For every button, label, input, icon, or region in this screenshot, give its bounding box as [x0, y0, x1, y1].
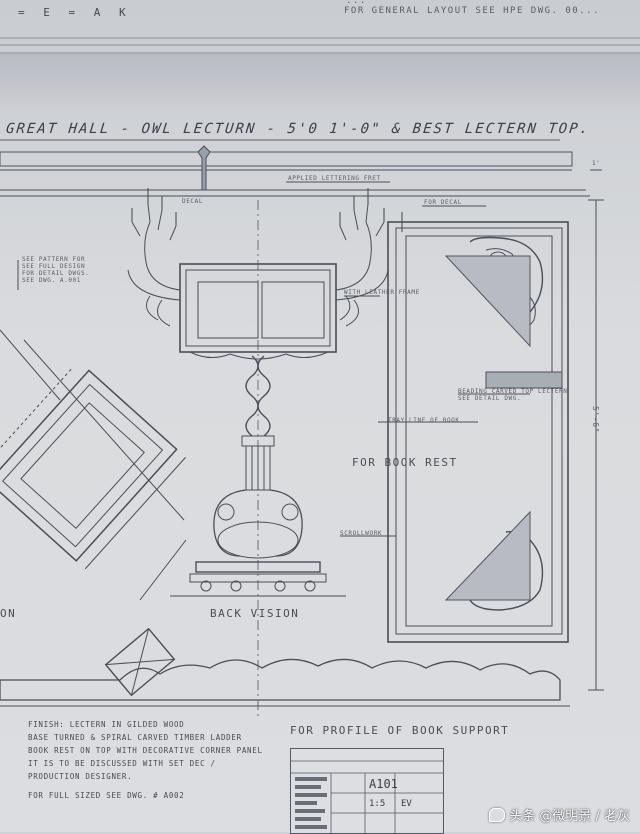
- profile-note-line: SEE DETAIL DWG.: [458, 395, 522, 402]
- label-with-leather: WITH LEATHER FRAME: [344, 289, 420, 296]
- left-note-line: SEE DWG. A.001: [22, 277, 81, 284]
- left-note-line: SEE PATTERN FOR: [22, 256, 86, 263]
- label-applied-lettering: APPLIED LETTERING FRET: [288, 175, 381, 182]
- label-left-edge: ON: [0, 607, 17, 620]
- label-dim-right: 5'-6": [591, 406, 600, 434]
- profile-note-line: BEADING CARVED TOP LECTERN: [458, 388, 568, 395]
- label-for-decal: FOR DECAL: [424, 199, 462, 206]
- left-note-line: FOR DETAIL DWGS.: [22, 270, 90, 277]
- label-back-vision: BACK VISION: [210, 607, 300, 620]
- label-tray: TRAY LINE OF BOOK: [388, 417, 460, 424]
- profile-note-group: BEADING CARVED TOP LECTERN SEE DETAIL DW…: [458, 388, 568, 402]
- general-notes: FINISH: LECTERN IN GILDED WOOD BASE TURN…: [28, 718, 263, 802]
- label-book-rest: FOR BOOK REST: [352, 456, 458, 469]
- top-band: [0, 52, 640, 112]
- note-line: BOOK REST ON TOP WITH DECORATIVE CORNER …: [28, 746, 263, 755]
- chat-bubble-icon: [489, 807, 506, 822]
- note-line: IT IS TO BE DISCUSSED WITH SET DEC /: [28, 759, 216, 768]
- drawn-by: EV: [401, 799, 412, 809]
- label-dim-top: 1': [592, 160, 601, 167]
- watermark-text: 头条 @微明景 / 老灰: [509, 809, 630, 824]
- watermark: 头条 @微明景 / 老灰: [489, 805, 630, 824]
- title-block: A101 1:5 EV: [290, 748, 444, 834]
- note-line: FOR FULL SIZED SEE DWG. # A002: [28, 791, 185, 800]
- label-scroll: SCROLLWORK: [340, 530, 383, 537]
- label-decal-left: DECAL: [182, 198, 204, 205]
- header-right-line1: ...: [346, 0, 367, 6]
- header-left-text: = E = A K: [18, 6, 132, 19]
- left-note-line: SEE FULL DESIGN: [22, 263, 86, 270]
- note-line: PRODUCTION DESIGNER.: [28, 772, 133, 781]
- note-line: FINISH: LECTERN IN GILDED WOOD: [28, 720, 185, 729]
- drawing-number: A101: [369, 777, 398, 791]
- note-line: BASE TURNED & SPIRAL CARVED TIMBER LADDE…: [28, 733, 242, 742]
- title-block-grid: [291, 760, 443, 833]
- scale-value: 1:5: [369, 799, 386, 809]
- header-right-line2: FOR GENERAL LAYOUT SEE HPE DWG. 00...: [344, 6, 600, 16]
- label-profile-title: FOR PROFILE OF BOOK SUPPORT: [290, 724, 510, 737]
- left-note-group: SEE PATTERN FOR SEE FULL DESIGN FOR DETA…: [22, 256, 89, 284]
